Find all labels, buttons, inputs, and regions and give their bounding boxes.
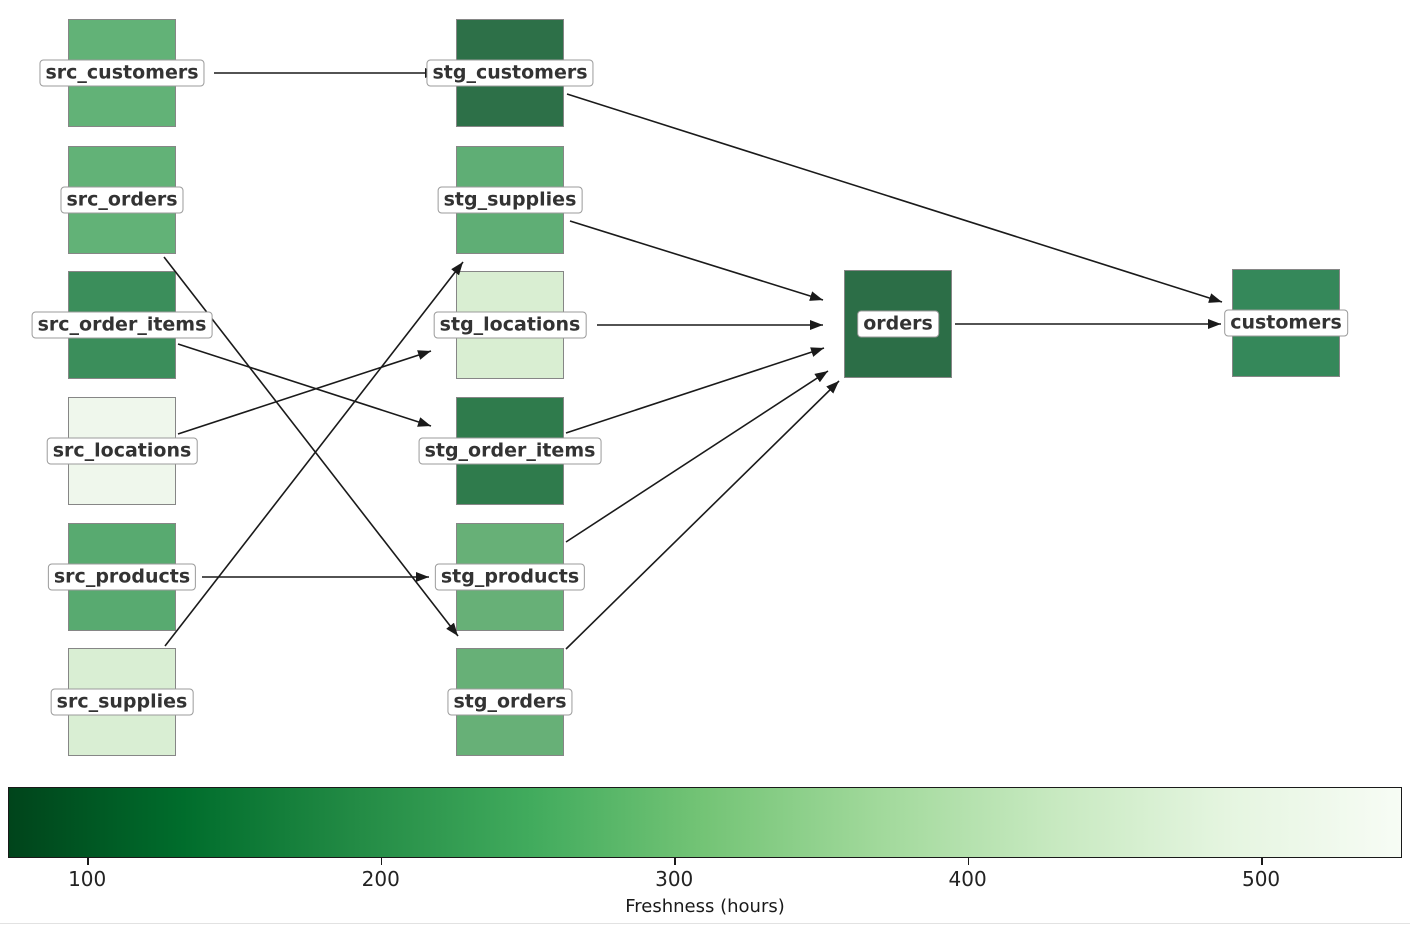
node-label-stg_products: stg_products (434, 563, 586, 591)
colorbar-tick (1261, 858, 1263, 865)
edge-stg_products-to-orders (565, 370, 829, 543)
node-label-stg_orders: stg_orders (447, 688, 573, 716)
edge-stg_supplies-to-orders (569, 220, 824, 301)
colorbar-tick-label: 100 (68, 867, 107, 891)
edge-stg_orders-to-orders (565, 380, 840, 650)
node-label-stg_locations: stg_locations (433, 311, 587, 339)
colorbar-tick (967, 858, 970, 865)
colorbar-tick-label: 400 (948, 867, 987, 891)
edge-src_locations-to-stg_locations (177, 350, 432, 435)
edge-src_order_items-to-stg_order_items (177, 343, 432, 427)
node-label-src_supplies: src_supplies (50, 688, 194, 716)
node-label-src_orders: src_orders (60, 186, 184, 214)
colorbar-tick-label: 200 (361, 867, 400, 891)
colorbar-tick-label: 300 (655, 867, 694, 891)
colorbar (8, 787, 1402, 858)
node-label-stg_supplies: stg_supplies (437, 186, 583, 214)
colorbar-axis-label: Freshness (hours) (625, 896, 785, 917)
node-label-src_locations: src_locations (46, 437, 198, 465)
node-label-orders: orders (857, 310, 939, 338)
node-label-src_products: src_products (47, 563, 197, 591)
colorbar-tick (674, 858, 676, 865)
edge-stg_order_items-to-orders (565, 347, 825, 434)
node-label-src_order_items: src_order_items (31, 311, 213, 339)
node-label-customers: customers (1224, 309, 1348, 337)
node-label-stg_order_items: stg_order_items (418, 437, 602, 465)
colorbar-tick (87, 858, 89, 865)
node-label-src_customers: src_customers (39, 59, 205, 87)
figure-bottom-rule (0, 923, 1410, 924)
colorbar-gradient (8, 787, 1402, 858)
edge-stg_customers-to-customers (566, 93, 1223, 303)
colorbar-tick (380, 858, 383, 865)
node-label-stg_customers: stg_customers (426, 59, 594, 87)
colorbar-tick-label: 500 (1241, 867, 1281, 891)
edge-src_orders-to-stg_orders (163, 256, 459, 637)
edge-src_supplies-to-stg_supplies (164, 261, 464, 647)
